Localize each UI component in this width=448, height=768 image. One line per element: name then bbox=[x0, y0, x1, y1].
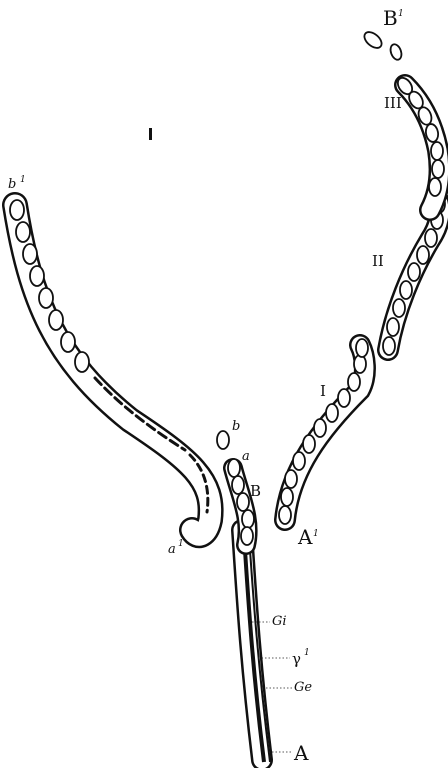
right-filament-I bbox=[279, 339, 368, 524]
label-a1-sup: 1 bbox=[178, 539, 184, 549]
label-Gi: Gi bbox=[272, 614, 287, 629]
label-I: I bbox=[320, 382, 326, 400]
detached-cells bbox=[361, 29, 403, 61]
label-a1: a bbox=[168, 542, 176, 557]
ink-mark bbox=[149, 128, 152, 140]
label-a: a bbox=[242, 449, 250, 464]
cell-b bbox=[217, 431, 229, 449]
label-A: A bbox=[293, 741, 309, 765]
label-II: II bbox=[372, 252, 384, 270]
label-B1: B bbox=[383, 6, 398, 30]
stalk bbox=[242, 530, 270, 762]
label-Ge: Ge bbox=[294, 680, 312, 695]
label-b1-sup: 1 bbox=[20, 175, 26, 185]
label-III: III bbox=[384, 94, 402, 112]
label-A1-sup: 1 bbox=[313, 529, 319, 539]
label-Y1-sup: 1 bbox=[304, 648, 310, 658]
label-A1: A bbox=[297, 525, 313, 549]
label-B1-sup: 1 bbox=[398, 9, 404, 19]
label-b1: b bbox=[8, 177, 16, 192]
left-filament bbox=[10, 200, 211, 535]
right-filament-III bbox=[395, 75, 444, 210]
label-B: B bbox=[250, 482, 261, 500]
label-Y1: γ bbox=[292, 650, 301, 668]
label-b: b bbox=[232, 419, 240, 434]
